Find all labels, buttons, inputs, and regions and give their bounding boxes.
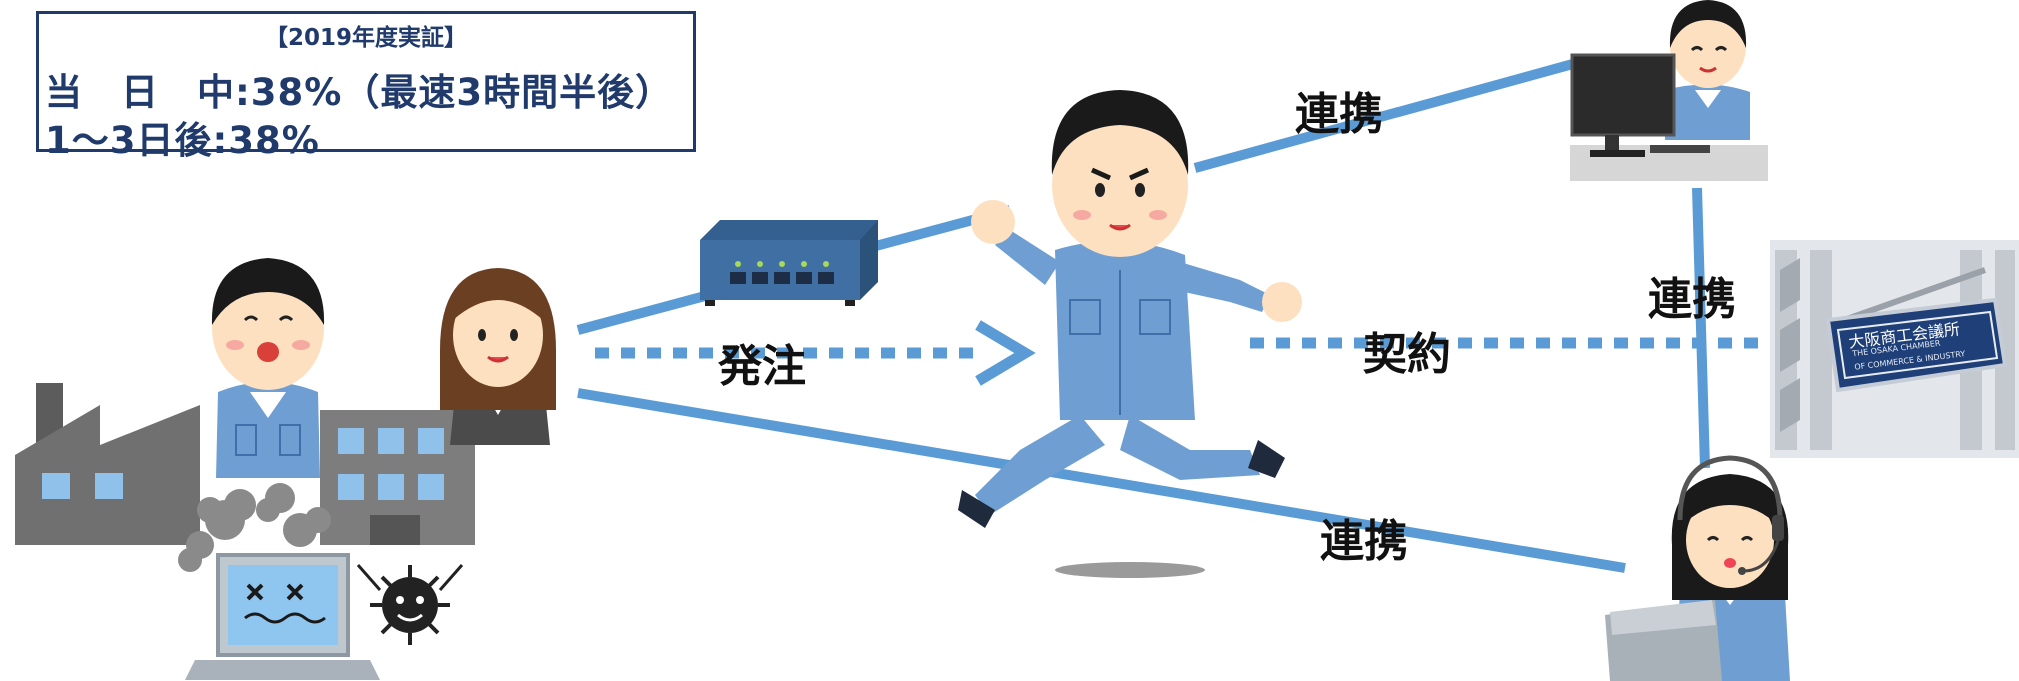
results-info-box: 【2019年度実証】 当 日 中:38%（最速3時間半後） 1～3日後:38% (36, 11, 696, 162)
running-technician-icon (958, 90, 1302, 578)
broken-laptop-icon (185, 553, 380, 680)
contract-label: 契約 (1363, 329, 1451, 380)
line-technician-to-pc-worker (1193, 57, 1582, 173)
virus-icon (356, 564, 464, 645)
pc-worker-icon (1570, 0, 1768, 181)
order-label: 発注 (718, 341, 806, 392)
smoke-clouds (178, 483, 331, 572)
factory-icon (15, 383, 200, 545)
connector-lines (576, 57, 1770, 573)
call-center-operator-icon (1605, 455, 1790, 681)
line-pc-to-operator (1692, 187, 1710, 469)
info-box-title: 【2019年度実証】 (264, 25, 467, 51)
line-requester-to-router (576, 291, 707, 335)
line-requester-to-operator (577, 388, 1626, 573)
requester-female-worker-icon (440, 268, 556, 445)
office-building-icon (320, 410, 475, 545)
same-day-rate-line: 当 日 中:38%（最速3時間半後） (45, 71, 674, 114)
chamber-of-commerce-photo (1770, 240, 2019, 458)
order-arrowhead (975, 320, 1036, 386)
link-label-bottom: 連携 (1320, 516, 1408, 567)
network-switch-icon (700, 220, 878, 306)
one-to-three-days-rate-line: 1～3日後:38% (45, 119, 320, 162)
link-label-right: 連携 (1648, 274, 1736, 325)
client-male-worker-icon (211, 258, 325, 478)
link-label-top: 連携 (1295, 89, 1383, 140)
